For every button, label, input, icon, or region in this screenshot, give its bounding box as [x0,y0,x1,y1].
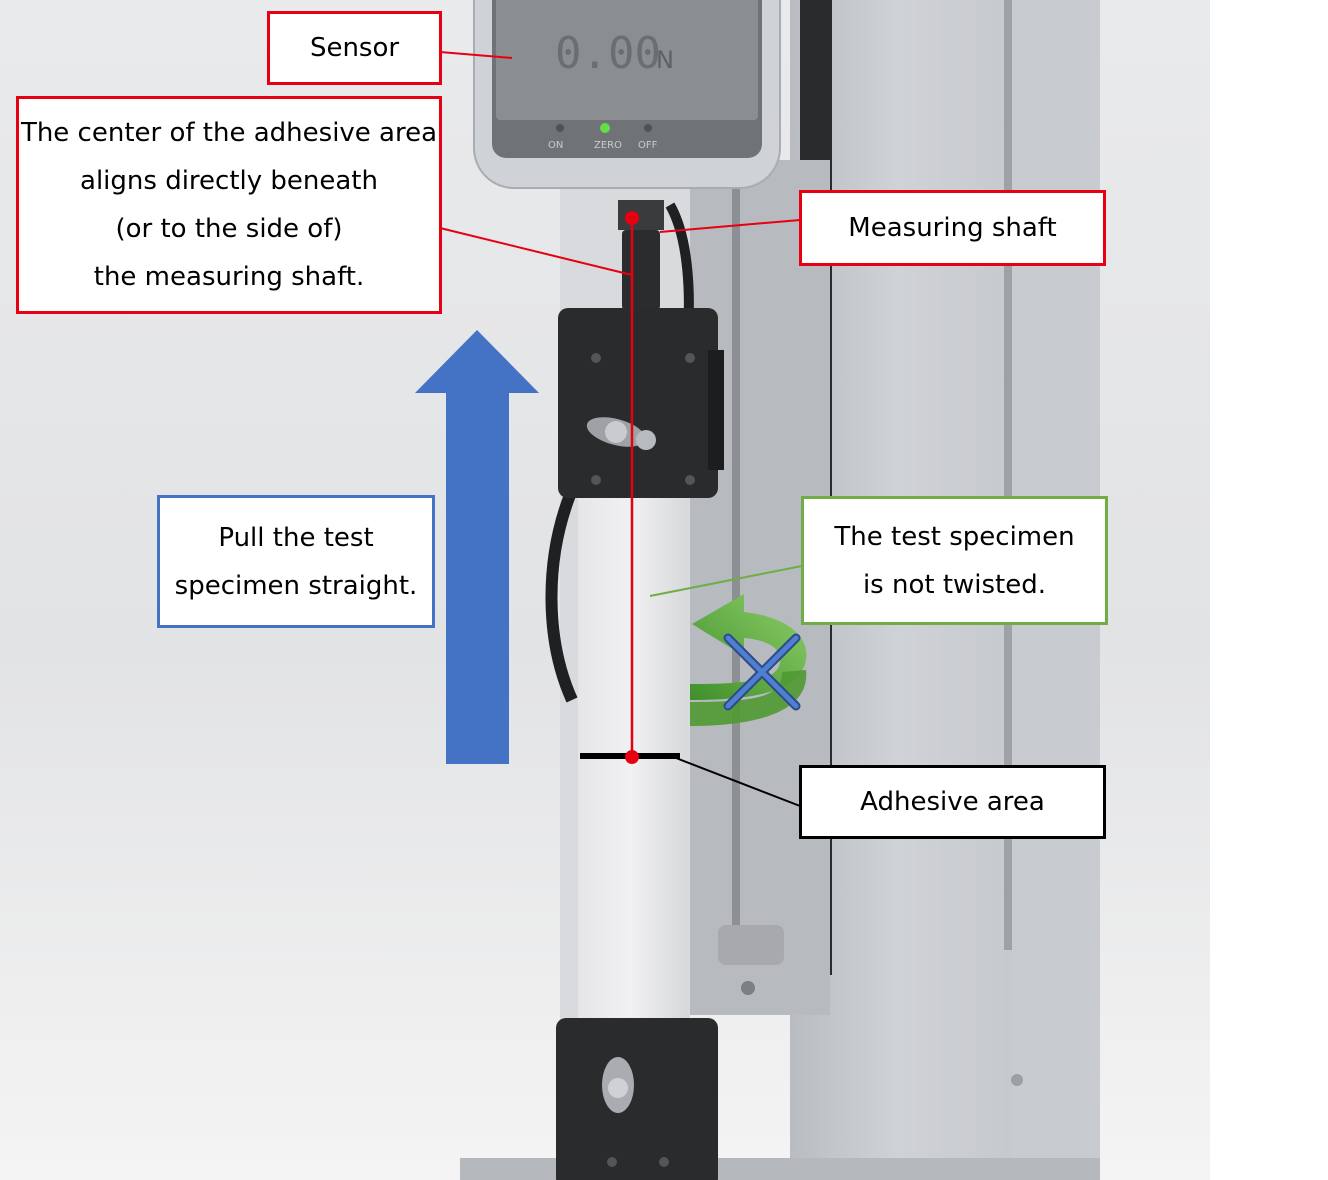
gauge-button-label-on: ON [548,140,563,151]
upper-grip [558,308,724,498]
pull-straight-line-1: Pull the test [218,522,374,553]
gauge-button-label-off: OFF [638,140,658,151]
center-alignment-callout: The center of the adhesive area aligns d… [16,96,442,314]
gauge-display-value: 0.00 [555,28,661,79]
measuring-shaft-leader-line [659,219,801,233]
right-margin [1210,0,1328,1180]
sensor-callout: Sensor [267,11,442,85]
adhesive-area-callout-text: Adhesive area [860,787,1045,817]
center-alignment-leader-line [439,227,633,276]
center-alignment-line-2: aligns directly beneath [80,166,378,196]
gauge-display-unit: N [656,46,674,74]
measuring-shaft-callout-text: Measuring shaft [848,213,1057,243]
measuring-shaft-callout: Measuring shaft [799,190,1106,266]
gauge-button-label-zero: ZERO [594,140,622,151]
center-alignment-line-1: The center of the adhesive area [20,118,438,148]
pull-straight-callout: Pull the test specimen straight. [157,495,435,628]
x-mark-icon [723,633,801,711]
center-alignment-line-3: (or to the side of) [115,214,343,244]
not-twisted-callout: The test specimen is not twisted. [801,496,1108,625]
adhesive-center-marker [625,750,639,764]
center-alignment-line-4: the measuring shaft. [93,262,365,292]
sensor-callout-text: Sensor [309,33,400,63]
lower-grip [556,1018,718,1180]
pull-straight-line-2: specimen straight. [174,570,418,601]
force-gauge: 0.00 N ON ZERO OFF [473,0,781,189]
shaft-point-marker [625,211,639,225]
sensor-leader-line [439,51,513,59]
up-arrow-icon [415,330,539,764]
not-twisted-line-2: is not twisted. [862,569,1047,600]
adhesive-area-leader-line [675,757,801,807]
not-twisted-line-1: The test specimen [834,521,1075,552]
cable [545,492,578,703]
not-twisted-leader-line [649,565,803,597]
twist-arrow-icon [690,594,807,726]
adhesive-area-callout: Adhesive area [799,765,1106,839]
